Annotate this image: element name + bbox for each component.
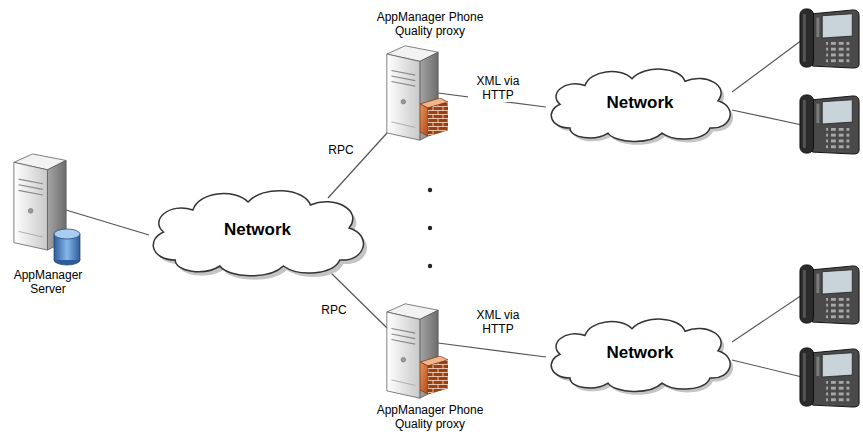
network-label: Network xyxy=(606,93,673,113)
network-label: Network xyxy=(224,220,291,240)
network-cloud: Network xyxy=(140,180,375,280)
ip-phone xyxy=(800,9,859,68)
server: AppManager Server xyxy=(5,150,91,296)
network-link xyxy=(328,270,387,328)
ip-phone xyxy=(800,348,859,407)
ellipsis-dots xyxy=(428,188,432,268)
ip-phone xyxy=(800,95,859,154)
network-cloud: Network xyxy=(540,310,740,395)
device-label: AppManager Server xyxy=(5,268,91,296)
device-label: AppManager Phone Quality proxy xyxy=(365,10,495,38)
link-label: RPC xyxy=(325,143,357,157)
server-icon xyxy=(380,298,480,403)
server-icon xyxy=(12,150,84,268)
server-icon xyxy=(380,38,480,148)
network-link xyxy=(438,343,546,357)
link-label: XML via HTTP xyxy=(468,74,528,102)
network-cloud: Network xyxy=(540,60,740,145)
network-label: Network xyxy=(606,343,673,363)
ip-phone xyxy=(800,265,859,324)
phone-wires xyxy=(732,40,802,377)
link-label: XML via HTTP xyxy=(468,308,528,336)
device-label: AppManager Phone Quality proxy xyxy=(365,403,495,431)
link-label: RPC xyxy=(318,303,350,317)
